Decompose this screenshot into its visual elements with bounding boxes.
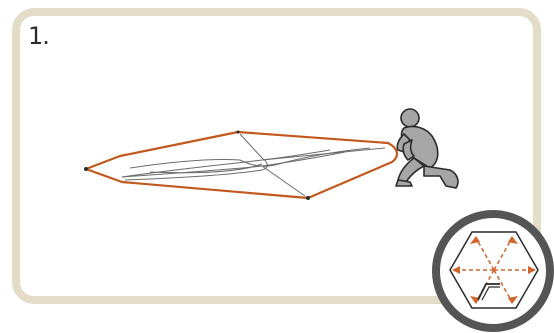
- hexagon-footprint-detail-icon: [432, 210, 554, 332]
- tent-body: [84, 130, 398, 200]
- instruction-panel: [12, 8, 541, 304]
- kneeling-person-icon: [395, 108, 459, 189]
- step-number: 1.: [28, 22, 50, 50]
